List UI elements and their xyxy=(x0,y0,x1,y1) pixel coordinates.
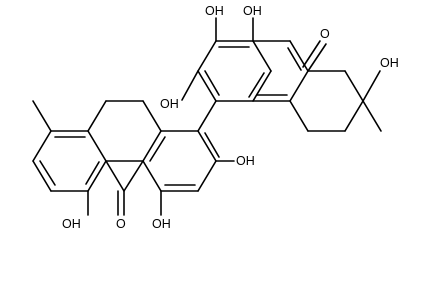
bond xyxy=(32,160,52,192)
hydroxyl-label: OH xyxy=(236,154,255,168)
anthrone-oxygen-label: O xyxy=(116,217,126,231)
bond xyxy=(252,40,272,72)
bond-lines xyxy=(32,17,382,216)
bond xyxy=(204,70,220,96)
atom-labels: OH OH O OH OH OH OH O OH xyxy=(62,4,399,231)
bond xyxy=(362,70,381,102)
bond xyxy=(289,100,309,132)
bond xyxy=(142,130,162,162)
bond xyxy=(32,130,52,162)
bond xyxy=(302,40,321,68)
bond xyxy=(287,47,302,71)
bond xyxy=(32,100,52,132)
bond xyxy=(181,70,199,101)
hydroxyl-label: OH xyxy=(160,97,179,111)
ketone-oxygen-label: O xyxy=(320,27,330,41)
bond xyxy=(39,160,56,186)
bond xyxy=(149,136,166,162)
hydroxyl-label: OH xyxy=(205,4,224,18)
hydroxyl-label: OH xyxy=(380,56,399,70)
hydroxyl-label: OH xyxy=(152,217,171,231)
bond xyxy=(87,100,107,132)
bond xyxy=(248,72,265,98)
bond xyxy=(362,100,382,132)
bond xyxy=(197,40,217,72)
bond xyxy=(197,70,217,102)
bond xyxy=(289,40,309,72)
bond xyxy=(85,161,100,185)
hydroxyl-label: OH xyxy=(62,217,81,231)
hydroxyl-label: OH xyxy=(243,4,262,18)
bond xyxy=(289,70,309,102)
bond xyxy=(142,160,162,192)
bond xyxy=(344,100,364,132)
bond xyxy=(344,70,364,102)
bond xyxy=(197,100,217,132)
bond xyxy=(197,160,217,192)
bond xyxy=(197,130,217,162)
bond xyxy=(87,130,107,162)
bond xyxy=(204,132,220,158)
bond xyxy=(123,160,144,192)
bond xyxy=(87,160,107,192)
bond xyxy=(307,43,327,72)
bond xyxy=(252,70,272,102)
bond xyxy=(142,100,162,132)
bond xyxy=(105,160,125,192)
